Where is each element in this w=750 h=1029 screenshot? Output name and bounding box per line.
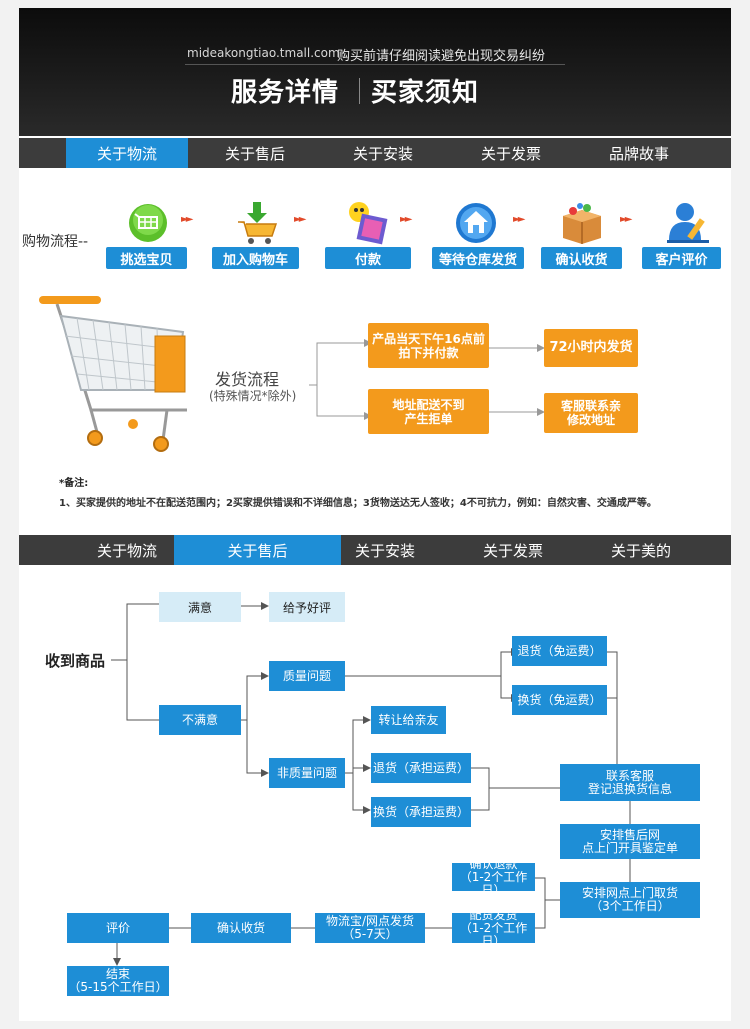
payment-card-icon bbox=[345, 200, 391, 246]
unsatisfied-box: 不满意 bbox=[159, 705, 241, 735]
ship-order-before-16: 产品当天下午16点前 拍下并付款 bbox=[368, 323, 489, 368]
tab-logistics[interactable]: 关于物流 bbox=[96, 541, 157, 560]
tab-brand-story[interactable]: 品牌故事 bbox=[608, 144, 669, 163]
shipping-process-label: 发货流程 bbox=[215, 370, 280, 389]
logistics-shipping-box: 物流宝/网点发货 （5-7天） bbox=[315, 913, 425, 943]
tab-invoice[interactable]: 关于发票 bbox=[482, 541, 543, 560]
arrow-icon: ►► bbox=[181, 214, 194, 225]
title-service-details: 服务详情 bbox=[231, 78, 340, 108]
tab-logistics[interactable]: 关于物流 bbox=[66, 138, 188, 168]
warehouse-home-icon bbox=[453, 200, 499, 246]
transfer-to-friend-box: 转让给亲友 bbox=[371, 706, 446, 734]
arrow-icon: ►► bbox=[400, 214, 413, 225]
tab-invoice[interactable]: 关于发票 bbox=[480, 144, 541, 163]
good-review-box: 给予好评 bbox=[269, 592, 345, 622]
title-separator bbox=[359, 78, 360, 104]
satisfied-box: 满意 bbox=[159, 592, 241, 622]
step-choose-item[interactable]: 挑选宝贝 bbox=[106, 247, 187, 269]
arrange-inspection-box: 安排售后网 点上门开具鉴定单 bbox=[560, 824, 700, 859]
return-paid-box: 退货（承担运费） bbox=[371, 753, 471, 783]
confirm-refund-box: 确认退款 （1-2个工作日） bbox=[452, 857, 535, 896]
step-confirm-receipt[interactable]: 确认收货 bbox=[541, 247, 622, 269]
contact-service-box: 联系客服 登记退换货信息 bbox=[560, 764, 700, 801]
tab-bar-top: 关于物流 关于售后 关于安装 关于发票 品牌故事 bbox=[19, 138, 731, 168]
note-body: 1、买家提供的地址不在配送范围内；2买家提供错误和不详细信息；3货物送达无人签收… bbox=[59, 498, 657, 509]
end-box: 结束 （5-15个工作日） bbox=[67, 966, 169, 996]
step-payment[interactable]: 付款 bbox=[325, 247, 411, 269]
arrow-icon: ►► bbox=[620, 214, 633, 225]
after-sales-connector-lines bbox=[111, 600, 634, 966]
notice-text: 购买前请仔细阅读避免出现交易纠纷 bbox=[337, 49, 546, 64]
arrange-pickup-box: 安排网点上门取货 （3个工作日） bbox=[560, 882, 700, 918]
exchange-paid-box: 换货（承担运费） bbox=[371, 797, 471, 827]
header-banner: mideakongtiao.tmall.com 购买前请仔细阅读避免出现交易纠纷… bbox=[19, 8, 731, 136]
shipping-process-sublabel: (特殊情况*除外) bbox=[209, 389, 297, 403]
deliver-goods-box: 配货发货 （1-2个工作日） bbox=[452, 908, 535, 947]
received-goods-label: 收到商品 bbox=[45, 652, 106, 670]
ship-contact-modify-address: 客服联系亲 修改地址 bbox=[544, 393, 638, 433]
exchange-free-box: 换货（免运费） bbox=[512, 685, 607, 715]
non-quality-issue-box: 非质量问题 bbox=[269, 758, 345, 788]
shopping-process-label: 购物流程-- bbox=[22, 234, 89, 250]
tab-after-sales[interactable]: 关于售后 bbox=[224, 144, 285, 163]
quality-issue-box: 质量问题 bbox=[269, 661, 345, 691]
tab-bar-middle: 关于物流 关于售后 关于安装 关于发票 关于美的 bbox=[19, 535, 731, 565]
customer-review-icon bbox=[665, 200, 711, 246]
step-await-shipping[interactable]: 等待仓库发货 bbox=[432, 247, 524, 269]
step-customer-review[interactable]: 客户评价 bbox=[642, 247, 721, 269]
title-buyer-notice: 买家须知 bbox=[371, 78, 480, 108]
note-heading: *备注: bbox=[59, 478, 89, 489]
return-free-box: 退货（免运费） bbox=[512, 636, 607, 666]
package-box-icon bbox=[559, 200, 605, 246]
tab-after-sales[interactable]: 关于售后 bbox=[174, 535, 341, 565]
tab-installation[interactable]: 关于安装 bbox=[354, 541, 415, 560]
tab-installation[interactable]: 关于安装 bbox=[352, 144, 413, 163]
step-add-to-cart[interactable]: 加入购物车 bbox=[212, 247, 299, 269]
header-divider bbox=[185, 64, 565, 65]
ship-address-unreachable: 地址配送不到 产生拒单 bbox=[368, 389, 489, 434]
arrow-icon: ►► bbox=[294, 214, 307, 225]
shipping-connector-lines bbox=[309, 339, 545, 420]
cart-add-icon bbox=[234, 200, 280, 246]
ship-within-72h: 72小时内发货 bbox=[544, 329, 638, 367]
arrow-icon: ►► bbox=[513, 214, 526, 225]
page: mideakongtiao.tmall.com 购买前请仔细阅读避免出现交易纠纷… bbox=[19, 8, 731, 1021]
confirm-receipt-box: 确认收货 bbox=[191, 913, 291, 943]
review-box: 评价 bbox=[67, 913, 169, 943]
shopping-cart-icon bbox=[37, 292, 187, 452]
shop-url[interactable]: mideakongtiao.tmall.com bbox=[187, 46, 340, 60]
basket-icon bbox=[125, 200, 171, 246]
tab-about-midea[interactable]: 关于美的 bbox=[610, 541, 671, 560]
